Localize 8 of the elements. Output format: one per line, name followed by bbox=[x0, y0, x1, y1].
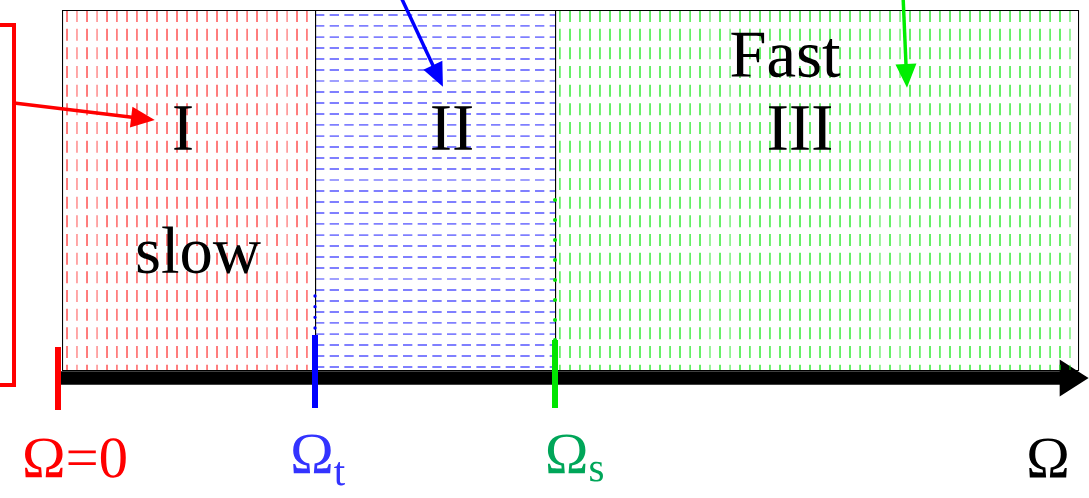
axis-label: Ω bbox=[1029, 438, 1067, 478]
axis-label: Ω$_{t}$ bbox=[293, 434, 345, 486]
region-box: Fast III bbox=[555, 10, 1080, 372]
axis-label: Ω=0 bbox=[25, 438, 126, 478]
region-box: II bbox=[315, 10, 557, 372]
axis-label: Ω$_{s}$ bbox=[547, 434, 603, 482]
region-box: I slow bbox=[62, 10, 317, 372]
bracket bbox=[0, 23, 16, 387]
